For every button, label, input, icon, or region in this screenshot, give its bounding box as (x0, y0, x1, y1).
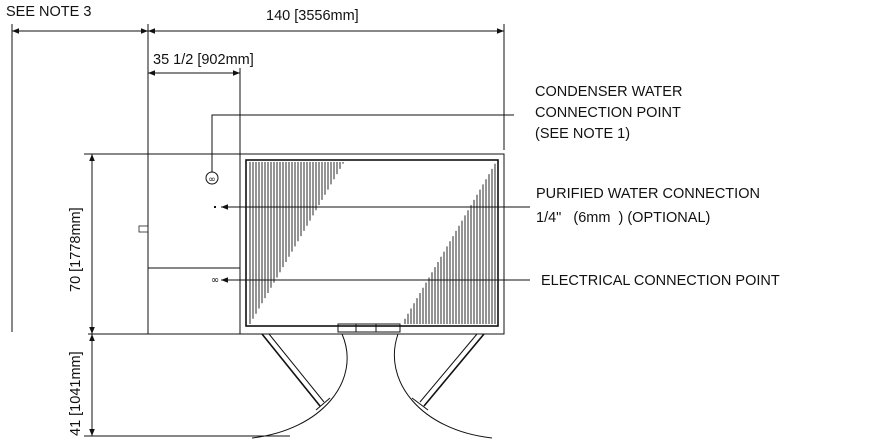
overall-width-dimension: 140 [3556mm] (11, 8, 505, 333)
condenser-callout-line1: CONDENSER WATER (535, 84, 682, 100)
purified-callout-line2: 1/4" (6mm ) (OPTIONAL) (536, 210, 710, 226)
left-door-swing-arc (251, 333, 348, 439)
callout-leaders (211, 114, 530, 283)
purified-water-connection-icon (214, 206, 216, 208)
left-offset-label: 35 1/2 [902mm] (153, 52, 254, 68)
condenser-callout-line2: CONNECTION POINT (535, 105, 681, 121)
doors (251, 333, 493, 439)
height-label: 70 [1778mm] (68, 207, 84, 292)
door-swing-dimension: 41 [1041mm] (68, 334, 290, 437)
condenser-symbol: ∞ (208, 175, 216, 185)
left-offset-dimension: 35 1/2 [902mm] (148, 52, 254, 155)
door-swing-label: 41 [1041mm] (68, 351, 84, 436)
hatch-left (249, 162, 344, 324)
overall-width-label: 140 [3556mm] (266, 8, 359, 24)
left-compartment: ∞ ∞ (138, 153, 241, 335)
callout-condenser: CONDENSER WATER CONNECTION POINT (SEE NO… (535, 84, 682, 142)
hatch-right (404, 163, 496, 324)
electrical-symbol: ∞ (211, 275, 219, 286)
main-chamber (239, 153, 505, 335)
height-dimension: 70 [1778mm] (68, 153, 148, 335)
callout-purified: PURIFIED WATER CONNECTION 1/4" (6mm ) (O… (536, 186, 760, 226)
purified-callout-line1: PURIFIED WATER CONNECTION (536, 186, 760, 202)
condenser-callout-line3: (SEE NOTE 1) (535, 126, 630, 142)
right-door-swing-arc (393, 333, 493, 439)
callout-electrical: ELECTRICAL CONNECTION POINT (541, 273, 780, 289)
electrical-callout: ELECTRICAL CONNECTION POINT (541, 273, 780, 289)
see-note-label: SEE NOTE 3 (6, 4, 91, 20)
